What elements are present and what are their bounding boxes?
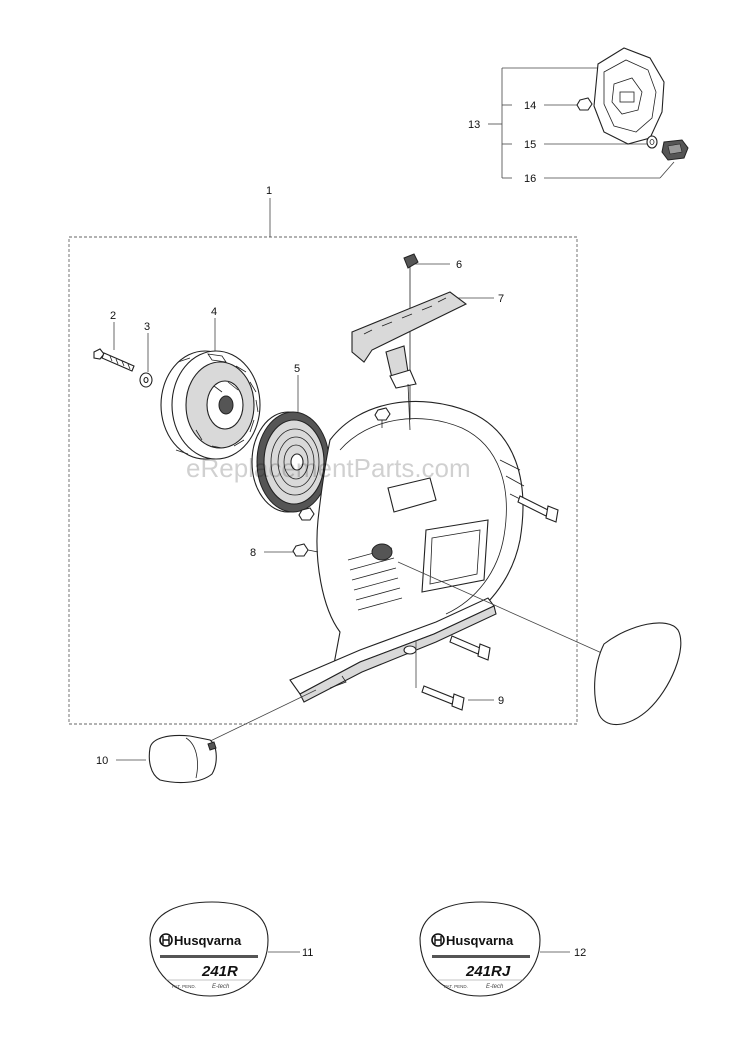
callout-3: 3 [144,321,150,333]
decal-11-fine-print: PAT. PEND. [172,984,196,989]
part-5-spring [251,375,330,513]
callout-14: 14 [524,100,536,112]
part-13-cover [593,47,665,145]
part-screw-top [374,407,391,428]
part-7-handle [351,291,494,431]
decal-12-fine-print: PAT. PEND. [444,984,468,989]
starter-housing [289,401,527,703]
callout-9: 9 [498,695,504,707]
callout-5: 5 [294,363,300,375]
part-2-bolt [93,322,135,372]
decal-11-brand: Husqvarna [174,933,242,948]
callout-11: 11 [302,947,313,959]
part-label-decal [397,561,682,726]
decal-12-tech: E-tech [486,984,504,990]
callout-10: 10 [96,755,108,767]
callout-12: 12 [574,947,586,959]
assembly-1-box [68,236,578,725]
part-3-washer [139,333,153,388]
part-15-washer [646,135,658,149]
callout-7: 7 [498,293,504,305]
part-bolt-right-upper [517,495,559,523]
decal-11-tech: E-tech [212,984,230,990]
part-bolt-right-lower [449,635,491,661]
husqvarna-logo-icon [431,933,445,947]
part-6-pin [403,253,450,420]
part-8-screw [264,543,319,557]
decal-11: Husqvarna 241R PAT. PEND. E-tech [149,901,300,997]
decal-12-brand: Husqvarna [446,933,514,948]
callout-6: 6 [456,259,462,271]
callout-2: 2 [110,310,116,322]
husqvarna-logo-icon [159,933,173,947]
callout-16: 16 [524,173,536,185]
callout-1: 1 [266,185,272,197]
callout-15: 15 [524,139,536,151]
callout-4: 4 [211,306,217,318]
part-9-bolt [415,640,494,711]
part-14-nut [576,97,593,111]
decal-12: Husqvarna 241RJ PAT. PEND. E-tech [419,901,570,997]
callout-13: 13 [468,119,480,131]
watermark: eReplacementParts.com [186,453,471,483]
callout-8: 8 [250,547,256,559]
part-screw-mid [298,507,315,521]
decal-11-model: 241R [201,963,238,980]
decal-12-model: 241RJ [465,963,511,980]
part-10-cap [116,689,317,784]
part-13-cover-group [488,47,689,179]
part-4-pulley [160,318,261,460]
